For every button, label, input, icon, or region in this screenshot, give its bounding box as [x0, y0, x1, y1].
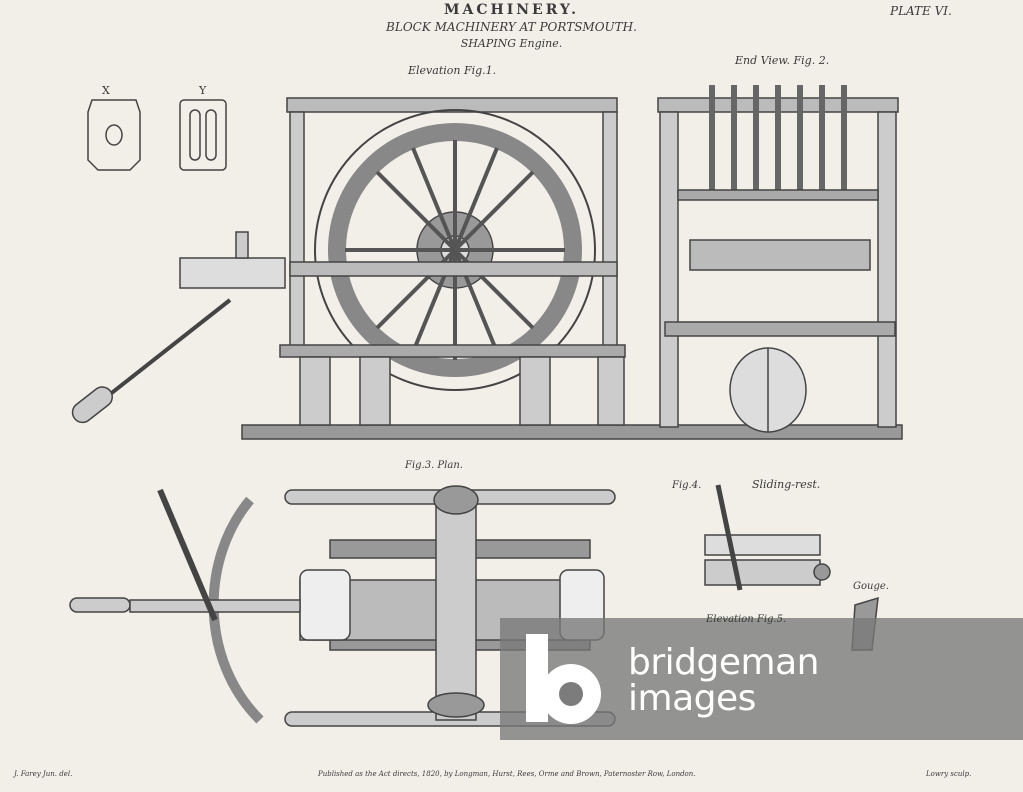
- footer-publisher: Published as the Act directs, 1820, by L…: [318, 770, 696, 778]
- fig1-elevation: [71, 97, 903, 440]
- footer-draftsman: J. Farey Jun. del.: [14, 770, 73, 778]
- fig2-label: End View. Fig. 2.: [735, 54, 830, 67]
- fig4-caption: Sliding-rest.: [752, 478, 821, 491]
- fig1-label: Elevation Fig.1.: [408, 64, 497, 77]
- block-x: [87, 99, 141, 171]
- plate-subtitle: BLOCK MACHINERY AT PORTSMOUTH.: [386, 20, 637, 34]
- fig5-label: Elevation Fig.5.: [706, 614, 787, 625]
- block-y: [179, 99, 227, 171]
- y-label: Y: [199, 84, 207, 97]
- watermark-banner: bridgeman images: [500, 618, 1023, 740]
- fig2-end-view: [657, 85, 899, 433]
- bridgeman-logo-icon: [526, 634, 601, 724]
- plate-number: PLATE VI.: [890, 4, 952, 18]
- x-label: X: [102, 84, 110, 97]
- plate-subject: SHAPING Engine.: [460, 37, 563, 50]
- fig4-sliding-rest: [704, 484, 831, 591]
- watermark-line2: images: [628, 678, 756, 719]
- watermark-line1: bridgeman: [628, 642, 819, 683]
- fig4-label: Fig.4.: [672, 480, 702, 491]
- footer-engraver: Lowry sculp.: [926, 770, 972, 778]
- plate-title: MACHINERY.: [443, 2, 579, 18]
- gouge-label: Gouge.: [853, 581, 889, 592]
- fig3-label: Fig.3. Plan.: [405, 460, 463, 471]
